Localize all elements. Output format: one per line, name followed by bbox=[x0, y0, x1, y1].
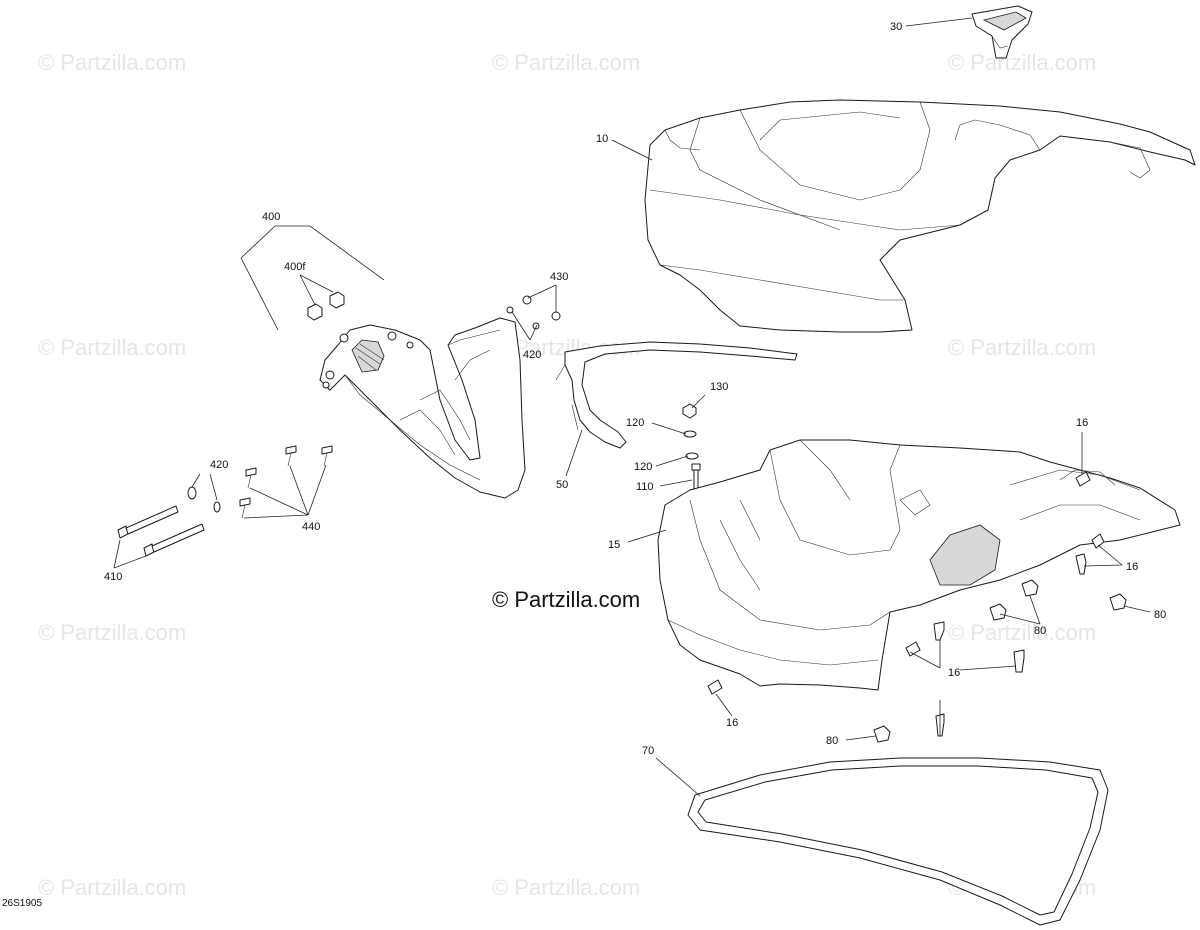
watermark-text: © Partzilla.com bbox=[38, 620, 186, 645]
watermark-text: © Partzilla.com bbox=[492, 50, 640, 75]
callout-80[interactable]: 80 bbox=[1034, 625, 1046, 637]
part-440-bolts[interactable] bbox=[239, 445, 333, 519]
watermark-text: © Partzilla.com bbox=[948, 50, 1096, 75]
part-15-lower-hood[interactable] bbox=[657, 439, 1181, 691]
callout-10[interactable]: 10 bbox=[596, 133, 608, 145]
watermark-text: © Partzilla.com bbox=[492, 875, 640, 900]
callout-16[interactable]: 16 bbox=[1076, 417, 1088, 429]
watermark-text: © Partzilla.com bbox=[38, 335, 186, 360]
callout-80[interactable]: 80 bbox=[1154, 609, 1166, 621]
part-420-washers[interactable] bbox=[187, 486, 221, 513]
callout-110[interactable]: 110 bbox=[636, 481, 654, 493]
callout-430[interactable]: 430 bbox=[550, 271, 568, 283]
part-120-washers[interactable] bbox=[683, 430, 699, 460]
part-110-bolt[interactable] bbox=[691, 463, 701, 493]
diagram-code: 26S1905 bbox=[2, 898, 42, 909]
callout-440[interactable]: 440 bbox=[302, 521, 320, 533]
callout-120[interactable]: 120 bbox=[626, 417, 644, 429]
callout-15[interactable]: 15 bbox=[608, 539, 620, 551]
callout-120[interactable]: 120 bbox=[634, 461, 652, 473]
part-30-clip[interactable] bbox=[971, 5, 1033, 59]
callout-16[interactable]: 16 bbox=[1126, 561, 1138, 573]
callout-410[interactable]: 410 bbox=[104, 571, 122, 583]
part-400-tray-assembly[interactable] bbox=[319, 317, 526, 499]
part-400f-fasteners[interactable] bbox=[307, 291, 345, 321]
callout-16[interactable]: 16 bbox=[948, 667, 960, 679]
part-50-trim-strip[interactable] bbox=[555, 341, 798, 449]
callout-400f[interactable]: 400f bbox=[284, 261, 306, 273]
callout-130[interactable]: 130 bbox=[710, 381, 728, 393]
callout-16[interactable]: 16 bbox=[726, 717, 738, 729]
callout-30[interactable]: 30 bbox=[890, 21, 902, 33]
part-80-rivets[interactable] bbox=[873, 579, 1127, 743]
part-16-screws[interactable] bbox=[707, 471, 1105, 737]
callout-50[interactable]: 50 bbox=[556, 479, 568, 491]
main-watermark: © Partzilla.com bbox=[492, 587, 640, 612]
callout-70[interactable]: 70 bbox=[642, 745, 654, 757]
watermark-text: © Partzilla.com bbox=[948, 620, 1096, 645]
part-410-long-bolts[interactable] bbox=[117, 505, 205, 557]
part-10-hood-cover[interactable] bbox=[644, 99, 1196, 333]
watermark-text: © Partzilla.com bbox=[38, 875, 186, 900]
watermark-text: © Partzilla.com bbox=[948, 335, 1096, 360]
part-70-seal-gasket[interactable] bbox=[687, 757, 1109, 926]
callout-80[interactable]: 80 bbox=[826, 735, 838, 747]
watermark-text: © Partzilla.com bbox=[38, 50, 186, 75]
callout-labels: 30 10 400 400f 430 420 420 440 410 130 1… bbox=[104, 21, 1166, 757]
leader-lines bbox=[113, 17, 1151, 797]
callout-420[interactable]: 420 bbox=[210, 459, 228, 471]
callout-400[interactable]: 400 bbox=[262, 211, 280, 223]
part-430-nuts[interactable] bbox=[506, 295, 561, 330]
callout-420[interactable]: 420 bbox=[523, 349, 541, 361]
